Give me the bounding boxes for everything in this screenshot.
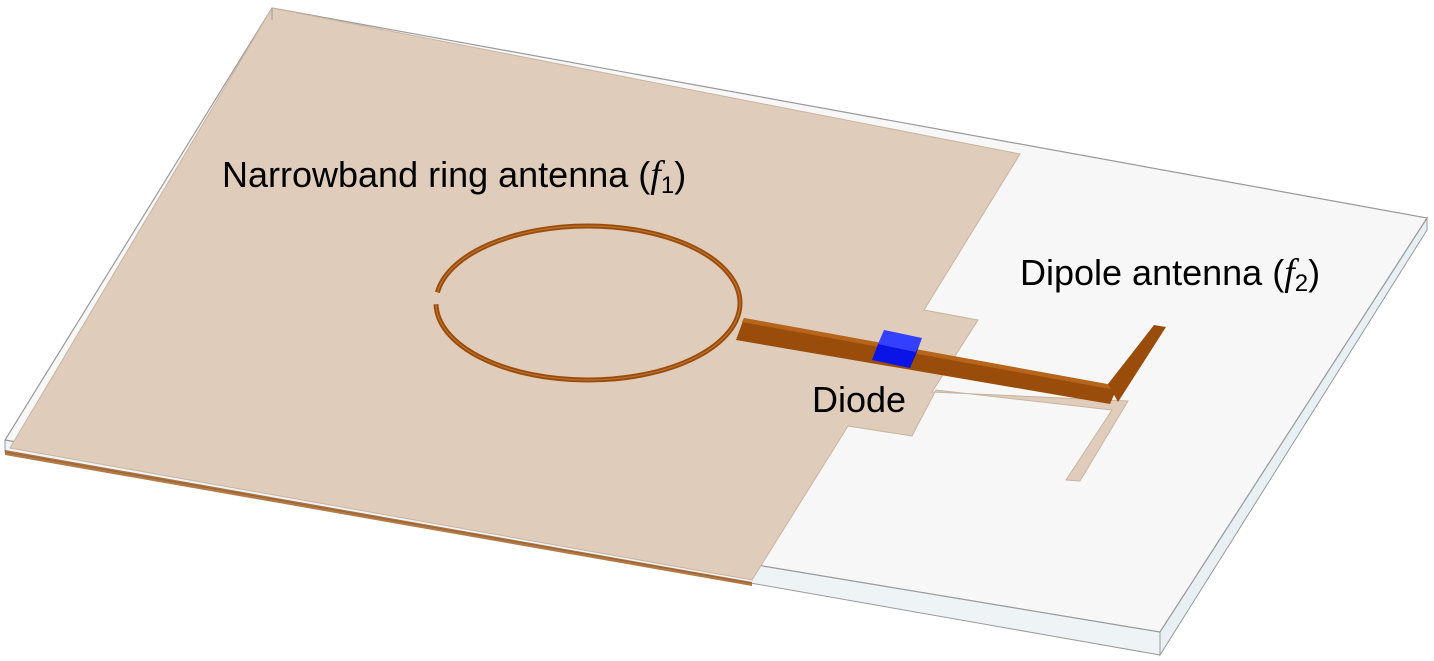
dipole-antenna-label-subscript: 2 — [1294, 270, 1309, 297]
ring-antenna-label-subscript: 1 — [660, 172, 675, 199]
diode-top — [878, 330, 922, 352]
ground-plane — [9, 7, 1129, 581]
ring-antenna-label-close: ) — [674, 154, 687, 195]
dipole-arm — [1108, 325, 1166, 402]
ground-plane-edge — [5, 450, 752, 586]
dipole-antenna-label-symbol: f — [1284, 252, 1295, 294]
feed-line — [736, 318, 1118, 404]
diode-label: Diode — [812, 379, 907, 420]
feed-line-highlight — [742, 318, 1118, 390]
diode-front — [872, 344, 916, 368]
dipole-antenna-label-text: Dipole antenna ( — [1020, 252, 1285, 293]
dipole-antenna-label: Dipole antenna (f2) — [1020, 252, 1321, 296]
ring-antenna-label: Narrowband ring antenna (f1) — [222, 154, 687, 198]
ring-antenna-highlight — [435, 225, 741, 381]
ring-antenna-label-symbol: f — [650, 154, 661, 196]
dipole-antenna-label-close: ) — [1308, 252, 1321, 293]
diode-side — [910, 338, 922, 368]
ring-antenna-label-text: Narrowband ring antenna ( — [222, 154, 651, 195]
